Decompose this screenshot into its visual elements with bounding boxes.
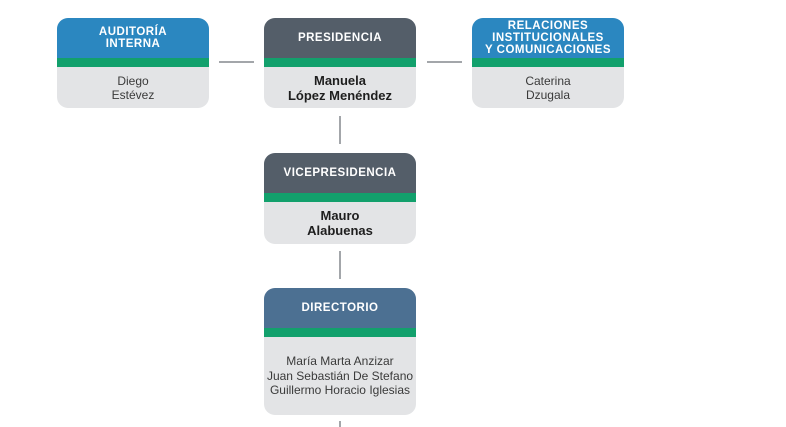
card-directorio: DIRECTORIO María Marta Anzizar Juan Seba… bbox=[264, 288, 416, 415]
card-relaciones-institucionales-name: Caterina Dzugala bbox=[525, 73, 571, 102]
card-presidencia-name: Manuela López Menéndez bbox=[287, 72, 392, 103]
card-presidencia: PRESIDENCIA Manuela López Menéndez bbox=[264, 18, 416, 108]
card-relaciones-institucionales-title: RELACIONES INSTITUCIONALES Y COMUNICACIO… bbox=[472, 18, 624, 58]
connector-auditoria-presidencia bbox=[219, 61, 254, 63]
connector-presidencia-vicepresidencia bbox=[339, 116, 341, 144]
card-vicepresidencia-title: VICEPRESIDENCIA bbox=[264, 153, 416, 193]
card-auditoria-interna-band bbox=[57, 58, 209, 67]
connector-presidencia-relaciones bbox=[427, 61, 462, 63]
card-auditoria-interna-title: AUDITORÍA INTERNA bbox=[57, 18, 209, 58]
card-directorio-title: DIRECTORIO bbox=[264, 288, 416, 328]
card-presidencia-title: PRESIDENCIA bbox=[264, 18, 416, 58]
card-relaciones-institucionales: RELACIONES INSTITUCIONALES Y COMUNICACIO… bbox=[472, 18, 624, 108]
connector-vicepresidencia-directorio bbox=[339, 251, 341, 279]
card-directorio-members: María Marta Anzizar Juan Sebastián De St… bbox=[266, 354, 414, 398]
connector-directorio-below bbox=[339, 421, 341, 427]
card-directorio-band bbox=[264, 328, 416, 337]
card-presidencia-band bbox=[264, 58, 416, 67]
card-vicepresidencia: VICEPRESIDENCIA Mauro Alabuenas bbox=[264, 153, 416, 244]
card-auditoria-interna-name: Diego Estévez bbox=[111, 73, 155, 102]
card-vicepresidencia-band bbox=[264, 193, 416, 202]
card-auditoria-interna: AUDITORÍA INTERNA Diego Estévez bbox=[57, 18, 209, 108]
card-vicepresidencia-name: Mauro Alabuenas bbox=[307, 208, 373, 238]
card-relaciones-institucionales-band bbox=[472, 58, 624, 67]
